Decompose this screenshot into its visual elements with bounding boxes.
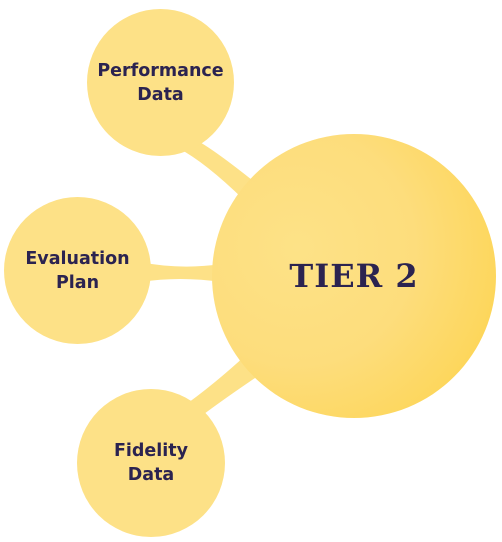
tier-2-hub: TIER 2 [212, 134, 496, 418]
fidelity-data-label: Fidelity Data [114, 439, 188, 487]
fidelity-data-bubble: Fidelity Data [77, 389, 225, 537]
performance-data-label: Performance Data [97, 59, 223, 107]
hub-label: TIER 2 [289, 257, 419, 295]
performance-label-line2: Data [137, 84, 184, 105]
evaluation-plan-bubble: Evaluation Plan [4, 197, 151, 344]
evaluation-label-line2: Plan [55, 272, 100, 293]
connector-evaluation [140, 262, 222, 282]
connector-performance [178, 140, 262, 200]
performance-data-bubble: Performance Data [87, 9, 234, 156]
connector-fidelity [178, 355, 264, 420]
fidelity-label-line2: Data [127, 465, 175, 485]
performance-label-line1: Performance [97, 60, 224, 81]
evaluation-label-line1: Evaluation [25, 248, 130, 269]
evaluation-plan-label: Evaluation Plan [25, 247, 129, 295]
fidelity-label-line1: Fidelity [113, 441, 189, 461]
